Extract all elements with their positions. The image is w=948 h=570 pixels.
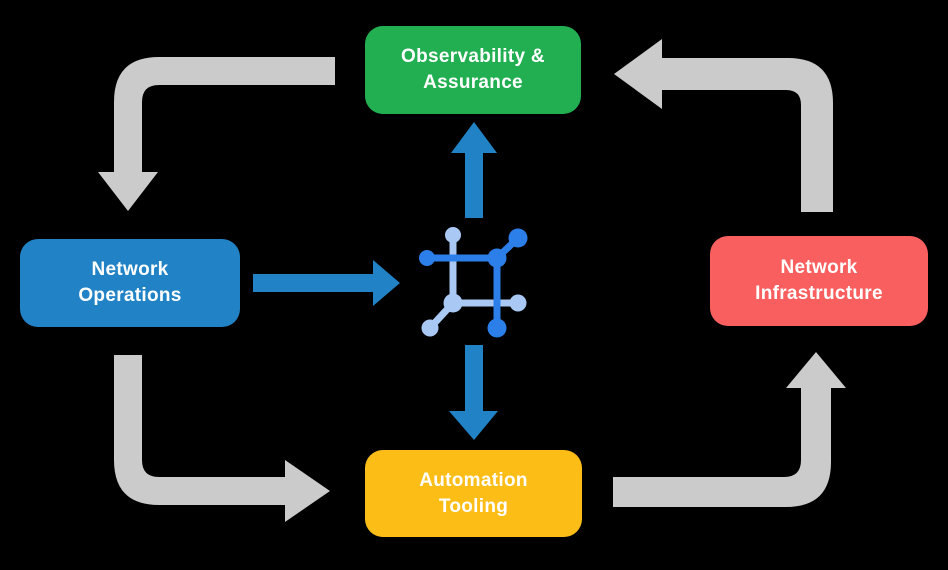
node-label-line: Operations xyxy=(78,285,182,306)
icon-dark-part xyxy=(419,228,528,338)
node-label-line: Network xyxy=(91,259,169,280)
data-arrow-right-icon xyxy=(253,260,400,306)
node-label-line: Assurance xyxy=(423,72,523,93)
node-network-operations: Network Operations xyxy=(20,239,240,327)
flow-arrow-infrastructure-to-observability xyxy=(614,39,833,212)
flow-arrow-automation-to-infrastructure xyxy=(613,352,846,507)
node-label-line: Infrastructure xyxy=(755,283,883,304)
node-label-line: Automation xyxy=(419,469,528,491)
node-automation-tooling: Automation Tooling xyxy=(365,450,582,537)
flow-arrow-observability-to-operations xyxy=(98,57,335,211)
network-mesh-icon xyxy=(419,227,528,338)
data-arrow-up-icon xyxy=(451,122,497,218)
node-label-line: Network xyxy=(780,257,858,278)
node-label-line: Tooling xyxy=(438,495,509,517)
icon-light-part xyxy=(421,227,527,337)
flow-arrow-operations-to-automation xyxy=(114,355,330,522)
node-label-line: Observability & xyxy=(401,46,545,67)
data-arrow-down-icon xyxy=(449,345,498,440)
node-observability-assurance: Observability & Assurance xyxy=(365,26,581,114)
node-network-infrastructure: Network Infrastructure xyxy=(710,236,928,326)
